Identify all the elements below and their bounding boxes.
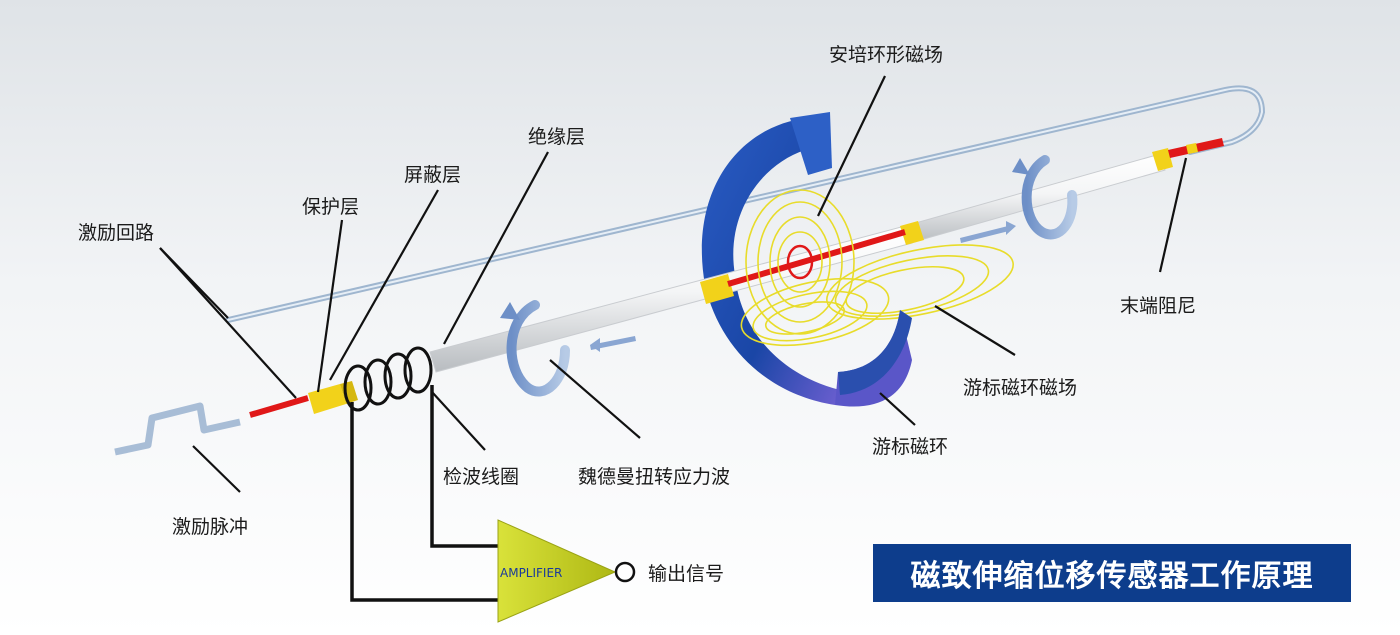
waveguide-tube [429,221,924,373]
float-magnet-field [740,244,1014,347]
label-protective-layer: 保护层 [302,196,360,218]
leader-lines [159,75,1188,493]
page-title: 磁致伸缩位移传感器工作原理 [873,544,1351,602]
amplifier-label: AMPLIFIER [500,566,562,580]
coil-leads [350,385,500,602]
label-excitation-loop: 激励回路 [78,222,155,244]
label-ampere-field: 安培环形磁场 [829,44,944,66]
excitation-pulse-wave [114,402,241,456]
label-insulation-layer: 绝缘层 [528,126,586,148]
ampere-ring-field [745,189,855,335]
amplifier: AMPLIFIER [497,519,636,623]
waveguide-tube-right [904,138,1224,244]
pickup-coil [343,346,433,412]
label-float-magnet-field: 游标磁环磁场 [963,377,1078,399]
label-shield-layer: 屏蔽层 [404,164,462,186]
wiedemann-wave-rings [500,155,1078,397]
label-end-damper: 末端阻尼 [1120,295,1197,317]
waveguide-core-wire [727,229,906,287]
label-float-magnet: 游标磁环 [872,436,949,458]
label-output-signal: 输出信号 [648,563,725,585]
label-excitation-pulse: 激励脉冲 [172,516,249,538]
label-wiedemann-wave: 魏德曼扭转应力波 [578,466,731,488]
waveguide-left-end [249,381,358,418]
label-pickup-coil: 检波线圈 [443,466,520,488]
float-magnet-back [701,120,840,405]
